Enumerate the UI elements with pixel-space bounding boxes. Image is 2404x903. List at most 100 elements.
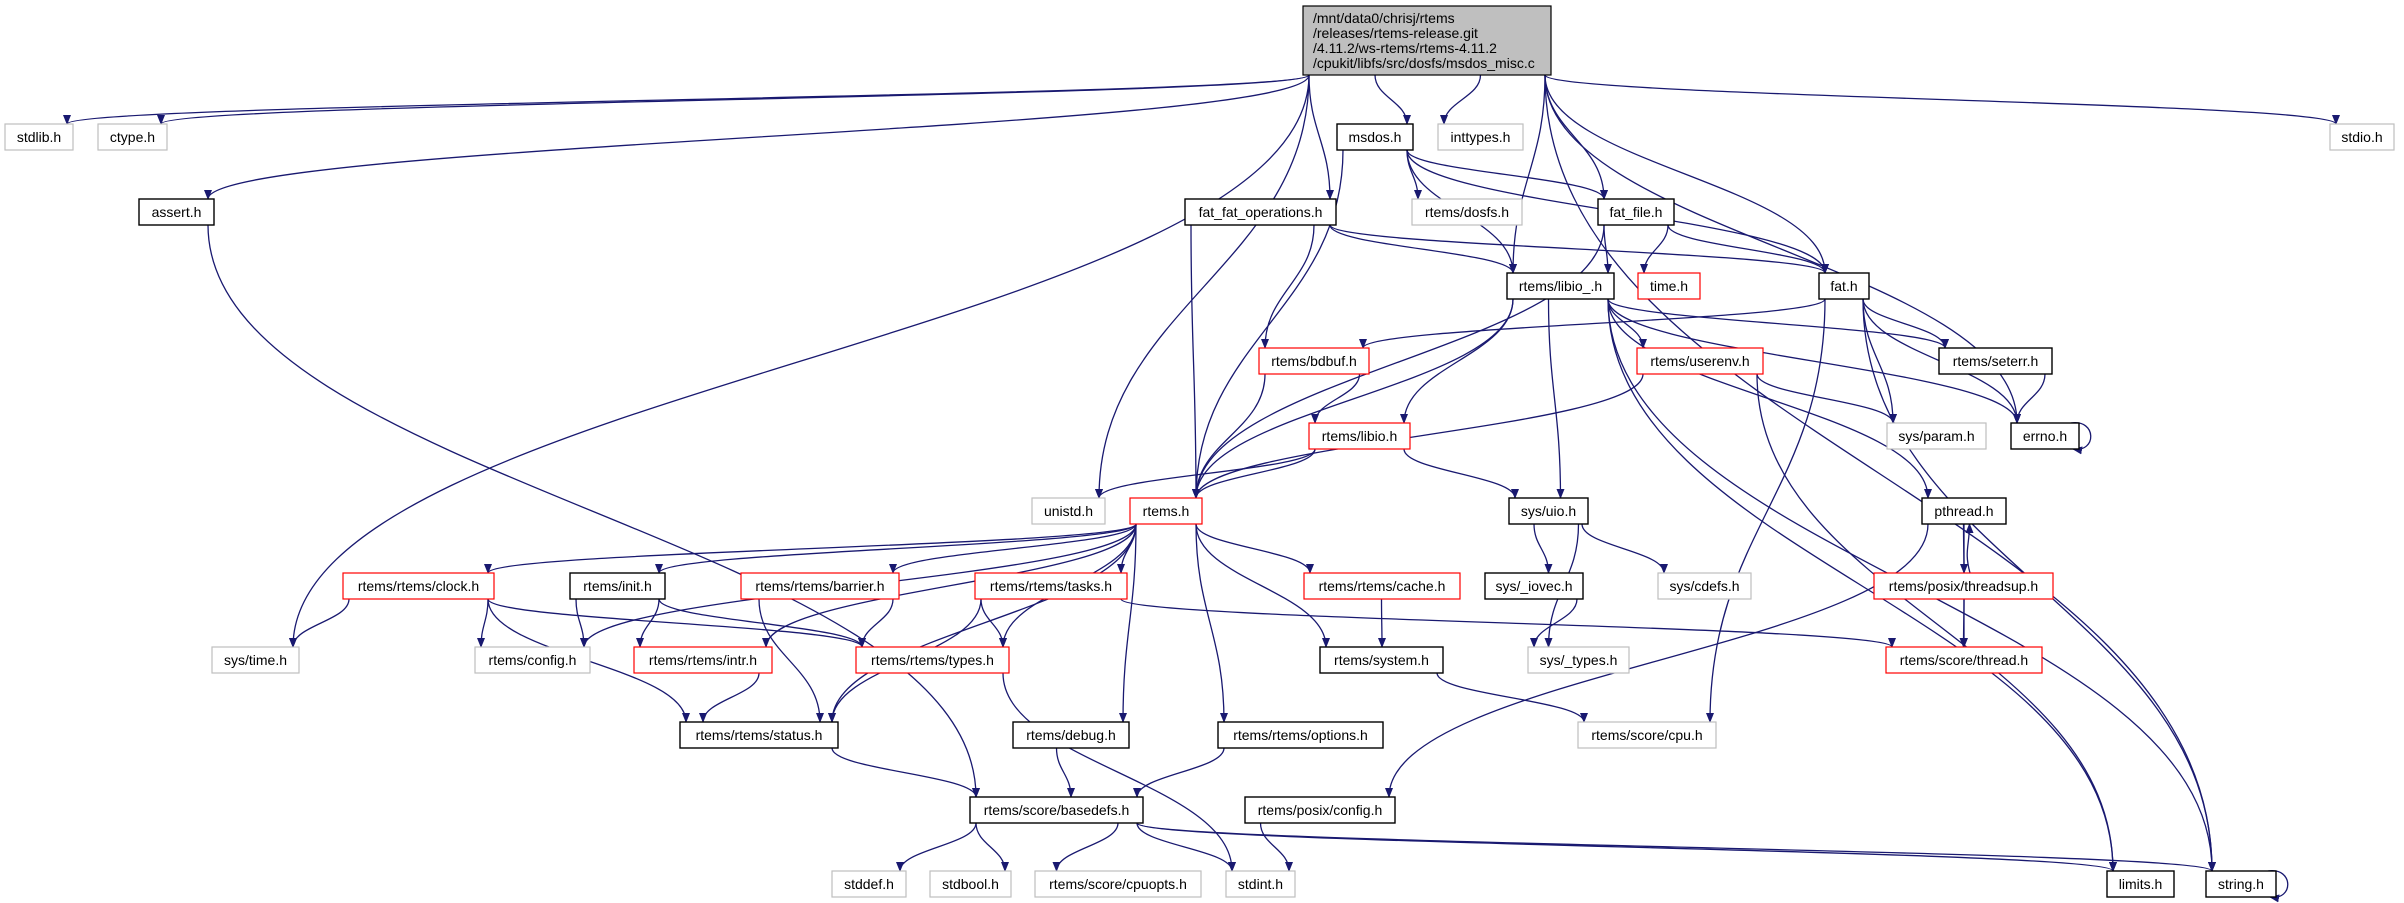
node-box bbox=[1034, 870, 1202, 898]
node-config[interactable]: rtems/config.h bbox=[474, 646, 591, 674]
edge-types-to-stdint bbox=[1002, 672, 1236, 872]
node-string[interactable]: string.h bbox=[2205, 870, 2277, 898]
node-iovec[interactable]: sys/_iovec.h bbox=[1484, 572, 1584, 600]
node-label: string.h bbox=[2218, 876, 2264, 892]
node-box bbox=[1336, 123, 1414, 151]
node-msdos[interactable]: msdos.h bbox=[1336, 123, 1414, 151]
node-box bbox=[1818, 272, 1870, 300]
node-fatops[interactable]: fat_fat_operations.h bbox=[1184, 198, 1337, 226]
node-box bbox=[1217, 721, 1384, 749]
edge-iovec-to-systypes bbox=[1530, 598, 1578, 648]
root-node[interactable]: /mnt/data0/chrisj/rtems /releases/rtems-… bbox=[1302, 5, 1552, 76]
node-label: rtems.h bbox=[1143, 503, 1190, 519]
root-line-1: /mnt/data0/chrisj/rtems bbox=[1313, 10, 1455, 26]
edge-fatfile-to-libio_ bbox=[1603, 224, 1612, 274]
node-tasks[interactable]: rtems/rtems/tasks.h bbox=[974, 572, 1128, 600]
node-options[interactable]: rtems/rtems/options.h bbox=[1217, 721, 1384, 749]
edge-bdbuf-to-rtems bbox=[1192, 373, 1266, 499]
node-stdbool[interactable]: stdbool.h bbox=[929, 870, 1012, 898]
node-fat[interactable]: fat.h bbox=[1818, 272, 1870, 300]
node-stddef[interactable]: stddef.h bbox=[831, 870, 907, 898]
node-systime[interactable]: sys/time.h bbox=[211, 646, 300, 674]
node-label: limits.h bbox=[2119, 876, 2163, 892]
node-box bbox=[1506, 272, 1615, 300]
node-box bbox=[740, 572, 900, 600]
node-stdlib[interactable]: stdlib.h bbox=[4, 123, 74, 151]
node-libio[interactable]: rtems/libio.h bbox=[1308, 422, 1411, 450]
node-label: rtems/score/cpu.h bbox=[1591, 727, 1702, 743]
node-dosfs[interactable]: rtems/dosfs.h bbox=[1411, 198, 1523, 226]
node-stdio[interactable]: stdio.h bbox=[2329, 123, 2395, 151]
node-label: sys/param.h bbox=[1898, 428, 1974, 444]
edge-rtems-to-status bbox=[828, 523, 1137, 723]
edge-root-to-systime bbox=[289, 74, 1310, 648]
node-label: rtems/seterr.h bbox=[1953, 353, 2039, 369]
node-unistd[interactable]: unistd.h bbox=[1031, 497, 1106, 525]
node-barrier[interactable]: rtems/rtems/barrier.h bbox=[740, 572, 900, 600]
node-userenv[interactable]: rtems/userenv.h bbox=[1636, 347, 1764, 375]
node-seterr[interactable]: rtems/seterr.h bbox=[1938, 347, 2053, 375]
node-systypes[interactable]: sys/_types.h bbox=[1527, 646, 1630, 674]
node-box bbox=[633, 646, 773, 674]
edge-options-to-basedefs bbox=[1133, 747, 1225, 798]
node-init[interactable]: rtems/init.h bbox=[569, 572, 666, 600]
node-uio[interactable]: sys/uio.h bbox=[1508, 497, 1589, 525]
node-status[interactable]: rtems/rtems/status.h bbox=[679, 721, 839, 749]
node-label: errno.h bbox=[2023, 428, 2067, 444]
edge-seterr-to-errno bbox=[2013, 373, 2046, 424]
node-box bbox=[97, 123, 168, 151]
node-ctype[interactable]: ctype.h bbox=[97, 123, 168, 151]
edge-root-to-fat bbox=[1544, 74, 1829, 274]
node-types[interactable]: rtems/rtems/types.h bbox=[855, 646, 1010, 674]
node-box bbox=[4, 123, 74, 151]
node-basedefs[interactable]: rtems/score/basedefs.h bbox=[969, 796, 1144, 824]
node-label: rtems/rtems/options.h bbox=[1233, 727, 1368, 743]
edge-fatops-to-rtems bbox=[1190, 224, 1200, 499]
node-cpuopts[interactable]: rtems/score/cpuopts.h bbox=[1034, 870, 1202, 898]
node-threadsup[interactable]: rtems/posix/threadsup.h bbox=[1873, 572, 2054, 600]
node-clock[interactable]: rtems/rtems/clock.h bbox=[342, 572, 495, 600]
node-fatfile[interactable]: fat_file.h bbox=[1597, 198, 1675, 226]
node-label: rtems/rtems/clock.h bbox=[358, 578, 479, 594]
edge-rtems-to-init bbox=[655, 523, 1137, 574]
node-label: rtems/config.h bbox=[489, 652, 577, 668]
node-cache[interactable]: rtems/rtems/cache.h bbox=[1303, 572, 1461, 600]
edge-basedefs-to-limits bbox=[1136, 822, 2117, 872]
node-label: rtems/bdbuf.h bbox=[1271, 353, 1357, 369]
node-box bbox=[974, 572, 1128, 600]
node-system[interactable]: rtems/system.h bbox=[1319, 646, 1444, 674]
node-posixconfig[interactable]: rtems/posix/config.h bbox=[1244, 796, 1396, 824]
node-stdint[interactable]: stdint.h bbox=[1225, 870, 1296, 898]
root-line-4: /cpukit/libfs/src/dosfs/msdos_misc.c bbox=[1313, 55, 1535, 71]
node-debug[interactable]: rtems/debug.h bbox=[1012, 721, 1130, 749]
node-box bbox=[1319, 646, 1444, 674]
node-timeh[interactable]: time.h bbox=[1637, 272, 1701, 300]
edge-init-to-types bbox=[658, 598, 866, 648]
node-box bbox=[831, 870, 907, 898]
node-box bbox=[138, 198, 215, 226]
node-bdbuf[interactable]: rtems/bdbuf.h bbox=[1258, 347, 1370, 375]
edge-rtems-to-clock bbox=[484, 523, 1137, 574]
node-pthread[interactable]: pthread.h bbox=[1921, 497, 2007, 525]
node-box bbox=[1411, 198, 1523, 226]
edge-root-to-string bbox=[1544, 74, 2216, 872]
node-limits[interactable]: limits.h bbox=[2106, 870, 2175, 898]
node-cdefs[interactable]: sys/cdefs.h bbox=[1657, 572, 1752, 600]
edge-uio-to-iovec bbox=[1533, 523, 1553, 574]
node-assert[interactable]: assert.h bbox=[138, 198, 215, 226]
node-box bbox=[1938, 347, 2053, 375]
node-thread[interactable]: rtems/score/thread.h bbox=[1885, 646, 2043, 674]
edge-libio_-to-libio bbox=[1400, 298, 1514, 424]
node-intr[interactable]: rtems/rtems/intr.h bbox=[633, 646, 773, 674]
node-errno[interactable]: errno.h bbox=[2010, 422, 2080, 450]
node-cpu[interactable]: rtems/score/cpu.h bbox=[1577, 721, 1717, 749]
node-libio_[interactable]: rtems/libio_.h bbox=[1506, 272, 1615, 300]
node-box bbox=[1184, 198, 1337, 226]
edge-tasks-to-types bbox=[980, 598, 1007, 648]
node-param[interactable]: sys/param.h bbox=[1886, 422, 1987, 450]
node-rtems[interactable]: rtems.h bbox=[1129, 497, 1203, 525]
node-inttypes[interactable]: inttypes.h bbox=[1437, 123, 1524, 151]
edge-libio_-to-pthread bbox=[1607, 298, 1932, 499]
node-box bbox=[1885, 646, 2043, 674]
node-label: rtems/dosfs.h bbox=[1425, 204, 1509, 220]
